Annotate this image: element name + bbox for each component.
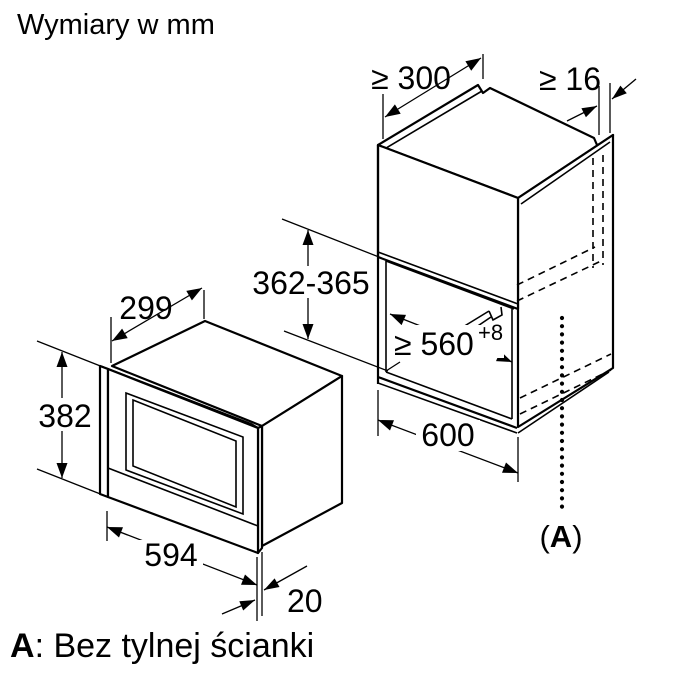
dim-min-560: ≥ 560 +8	[385, 313, 513, 372]
arrowhead	[107, 527, 123, 538]
hidden-edge	[519, 353, 612, 399]
dim-label-600: 600	[421, 417, 474, 453]
label-mask	[250, 266, 372, 298]
arrowhead	[385, 104, 401, 117]
niche-cable-notch	[488, 306, 503, 322]
page-title: Wymiary w mm	[17, 9, 215, 41]
corner-tick	[385, 361, 401, 372]
arrowhead	[612, 85, 627, 99]
microwave-door-window-outer	[125, 391, 244, 516]
dim-min-300: ≥ 300	[371, 54, 484, 139]
cabinet-bottom-front-edge	[377, 375, 518, 430]
arrowhead	[581, 106, 597, 118]
label-mask	[139, 540, 203, 572]
arrowhead	[186, 288, 202, 301]
extension-line	[36, 340, 109, 370]
microwave-door-bottom-band	[107, 467, 259, 527]
arrowhead	[302, 230, 314, 245]
arrowhead	[264, 578, 280, 590]
marker-a-letter: A	[550, 519, 572, 554]
arrowhead	[302, 324, 314, 339]
niche-floor-edge	[385, 371, 513, 420]
arrowhead	[239, 600, 255, 611]
extension-line	[281, 218, 380, 258]
footnote-text: : Bez tylnej ścianki	[35, 627, 315, 665]
dim-label-560-tolerance: +8	[478, 320, 503, 345]
microwave-drawing	[98, 319, 344, 555]
microwave-door-face	[106, 367, 260, 555]
microwave-door-left-edge	[98, 364, 110, 499]
dim-label-362-365: 362-365	[252, 265, 369, 301]
niche-top-inner-edge	[385, 260, 515, 310]
dim-20: 20	[221, 552, 323, 619]
dimension-line	[384, 57, 482, 118]
cabinet-right-face	[516, 133, 615, 429]
label-mask	[36, 398, 94, 431]
arrowhead	[56, 463, 68, 478]
cabinet-bottom-lower-edge	[377, 382, 518, 434]
dim-label-382: 382	[38, 398, 91, 434]
label-mask	[416, 420, 480, 451]
dim-299: 299	[110, 287, 205, 363]
marker-a-open: (	[539, 519, 550, 554]
dim-600: 600	[377, 390, 519, 482]
arrowhead	[465, 58, 481, 71]
marker-a-label: (A)	[539, 519, 582, 554]
hidden-edge	[516, 260, 602, 302]
dim-594: 594	[106, 511, 258, 621]
cabinet-top-face-inner-edge	[380, 90, 483, 152]
arrowhead	[378, 420, 394, 431]
microwave-door-window-inner	[132, 398, 237, 509]
label-mask	[388, 325, 504, 358]
arrowhead	[112, 328, 128, 341]
arrowhead	[502, 462, 518, 473]
dim-382: 382	[36, 340, 109, 498]
dim-label-min-16: ≥ 16	[539, 61, 601, 97]
footnote-marker: A	[10, 627, 35, 665]
cabinet-drawing	[376, 83, 615, 434]
dim-label-min-560: ≥ 560	[394, 326, 474, 362]
extension-line	[283, 330, 389, 372]
dim-label-20: 20	[287, 583, 323, 619]
cabinet-right-face-inner-edge	[520, 141, 611, 205]
arrowhead	[241, 574, 257, 585]
dim-label-594: 594	[144, 537, 197, 573]
dim-label-299: 299	[119, 290, 172, 326]
footnote: A: Bez tylnej ścianki	[10, 627, 314, 665]
dim-label-min-300: ≥ 300	[371, 60, 451, 96]
extension-line	[36, 468, 109, 498]
hidden-edge	[519, 369, 612, 415]
arrowhead	[390, 314, 406, 326]
marker-a-close: )	[572, 519, 582, 554]
arrowhead	[56, 352, 68, 367]
hidden-edge	[516, 246, 596, 286]
cabinet-right-face-bottom-edge	[517, 371, 610, 434]
cabinet-upper-panel-bottom-edge	[377, 251, 519, 305]
dim-362-365: 362-365	[250, 218, 389, 372]
marker-a: (A)	[539, 315, 583, 554]
dim-min-16: ≥ 16	[539, 61, 637, 135]
dimension-line	[111, 287, 203, 342]
